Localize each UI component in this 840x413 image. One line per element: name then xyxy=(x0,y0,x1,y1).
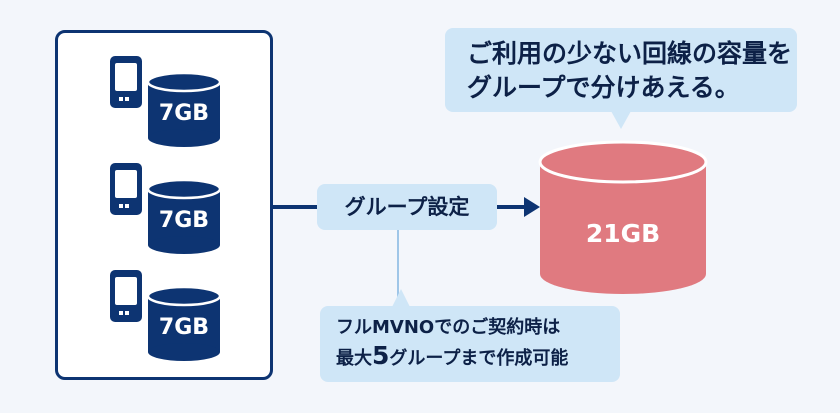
device-capacity: 7GB xyxy=(158,208,210,233)
group-limit-prefix: 最大 xyxy=(336,348,372,369)
connector-line-left xyxy=(273,205,319,209)
phone-icon xyxy=(110,163,142,215)
callout-tail xyxy=(392,289,410,307)
data-cylinder-icon xyxy=(146,285,222,361)
data-cylinder-icon xyxy=(146,178,222,254)
group-limit-line-2: 最大5グループまで作成可能 xyxy=(336,342,620,373)
benefit-callout-line-1: ご利用の少ない回線の容量を xyxy=(467,39,793,68)
arrow-right-icon xyxy=(524,197,540,217)
callout-connector xyxy=(397,230,399,308)
device-capacity: 7GB xyxy=(158,101,210,126)
callout-tail xyxy=(611,111,631,129)
group-limit-number: 5 xyxy=(372,341,390,370)
group-limit-line-1: フルMVNOでのご契約時は xyxy=(336,317,561,338)
device-capacity: 7GB xyxy=(158,315,210,340)
data-cylinder-icon xyxy=(146,71,222,147)
phone-icon xyxy=(110,56,142,108)
connector-line-right xyxy=(497,205,525,209)
benefit-callout-line-2: グループで分けあえる。 xyxy=(467,73,740,102)
group-limit-callout: フルMVNOでのご契約時は 最大5グループまで作成可能 xyxy=(320,289,620,382)
group-setting-label: グループ設定 xyxy=(317,184,497,230)
group-limit-suffix: グループまで作成可能 xyxy=(389,348,569,369)
shared-pool-cylinder-icon xyxy=(538,140,708,294)
phone-icon xyxy=(110,270,142,322)
benefit-callout: ご利用の少ない回線の容量を グループで分けあえる。 xyxy=(445,28,797,129)
shared-pool-capacity: 21GB xyxy=(585,219,661,248)
